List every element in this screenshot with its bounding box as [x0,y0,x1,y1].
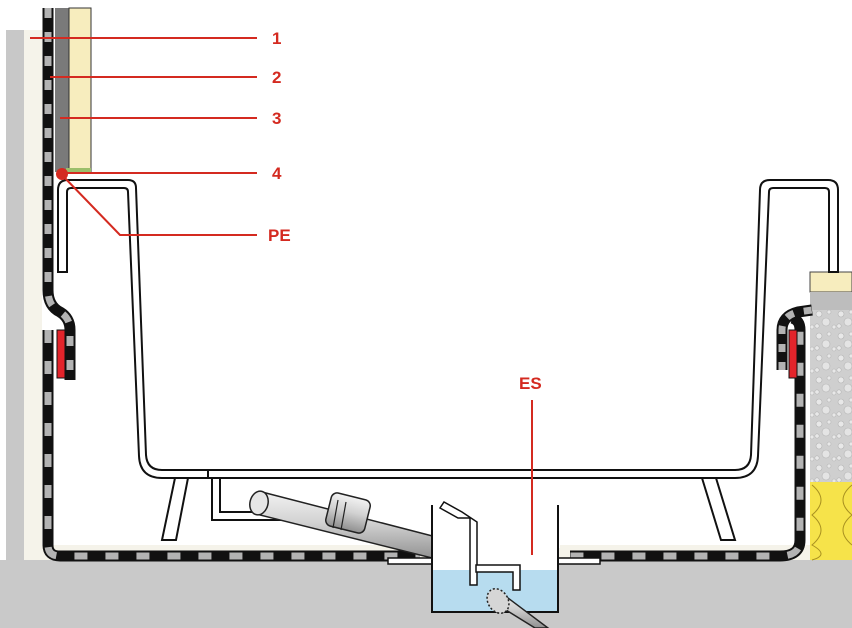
wall [6,30,24,560]
callout-label-4: 4 [272,164,282,183]
floor-slab [0,560,852,628]
floor-drain-trap [387,501,601,628]
gravel-fill [810,310,852,482]
wall-tile-joint [66,168,91,173]
callout-label-2: 2 [272,68,281,87]
callout-lines [30,37,533,555]
tile-adhesive-right [810,292,852,310]
callout-dot-pe [56,168,68,180]
wall-tile [68,7,92,173]
callout-label-pe: PE [268,226,291,245]
insulation-layer [810,482,852,560]
callout-label-1: 1 [272,29,281,48]
callout-line-pe [61,174,257,236]
callout-label-es: ES [519,374,542,393]
floor-tile-right [809,271,852,293]
shower-tray [57,179,839,479]
sealing-strip-right [788,329,798,379]
wall-plaster [24,30,42,560]
wall-layer-dark [55,8,69,172]
waterproof-membrane [42,8,813,562]
sealing-strip-left [56,329,66,379]
insulation-pattern [811,484,852,561]
tray-foot-left [160,477,190,541]
callout-label-3: 3 [272,109,281,128]
drain-pipe [249,490,450,561]
tray-foot-right [700,477,737,541]
